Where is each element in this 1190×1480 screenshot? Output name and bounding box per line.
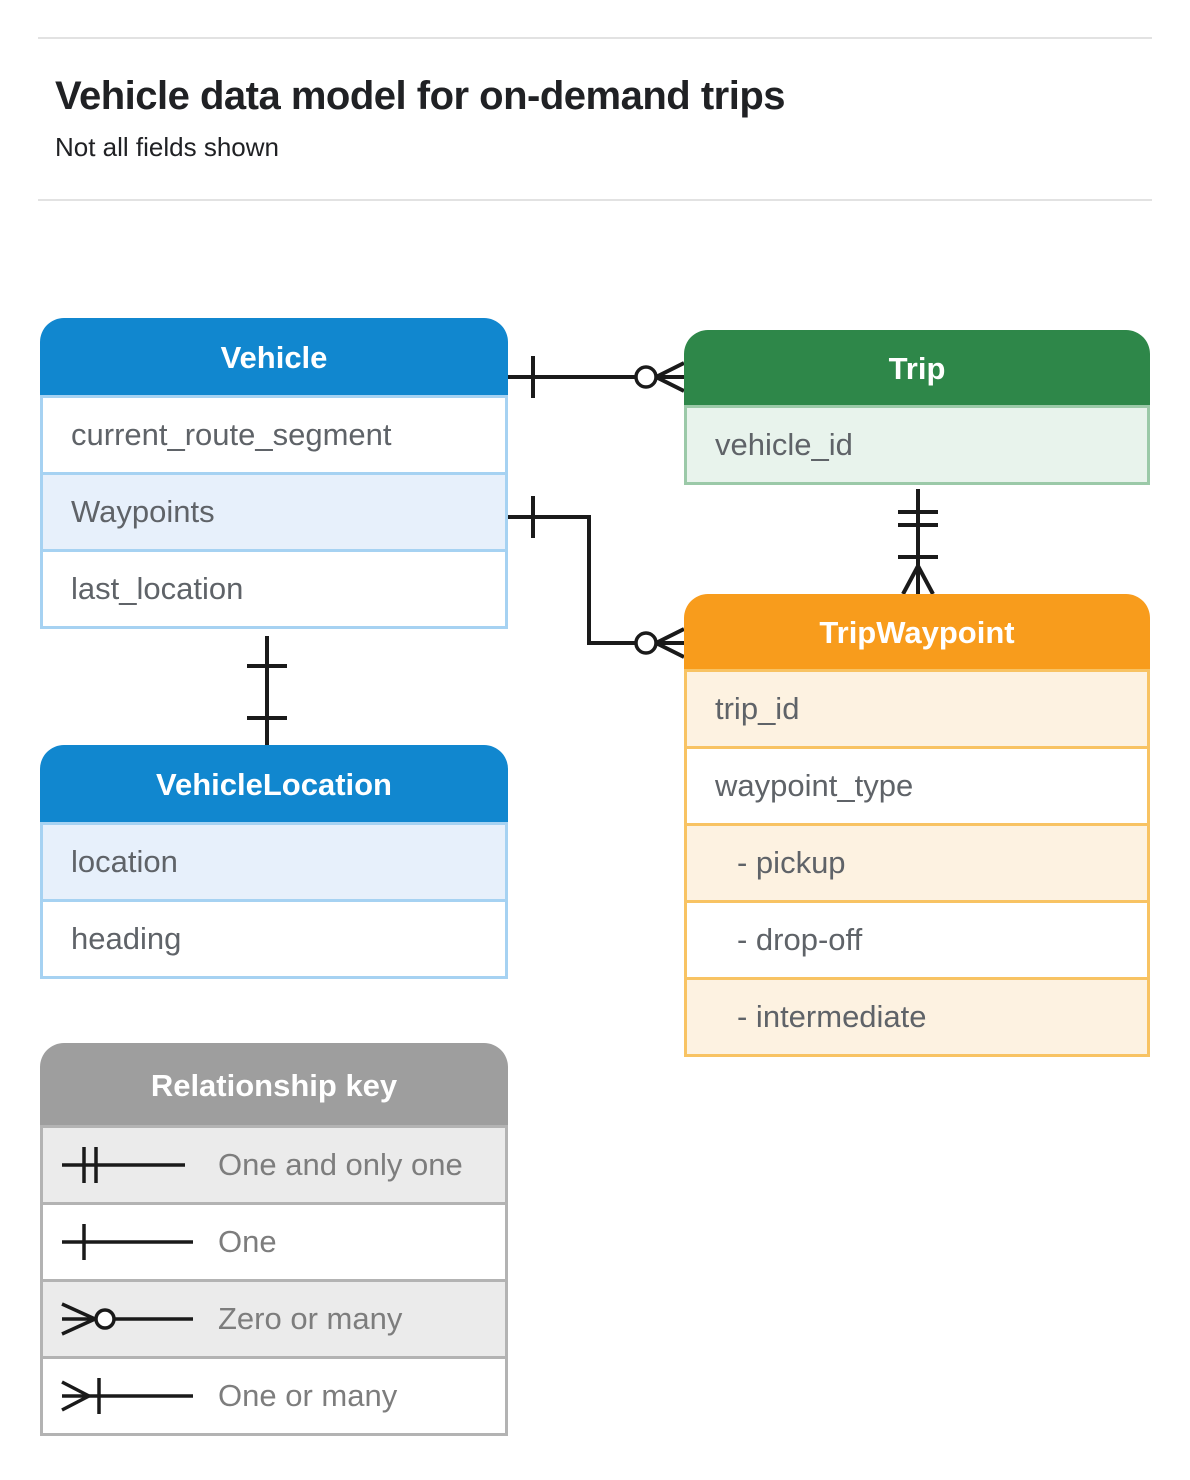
field-label: heading [71, 921, 182, 956]
legend-item-one: One [40, 1202, 508, 1282]
relationship-key: Relationship key One and only one One [40, 1043, 508, 1436]
legend-label: Zero or many [218, 1301, 403, 1336]
tripwaypoint-value-drop-off: - drop-off [684, 900, 1150, 980]
trip-field-vehicle-id: vehicle_id [684, 405, 1150, 485]
vehiclelocation-table-header: VehicleLocation [40, 745, 508, 825]
vehicle-vehiclelocation-connector [247, 636, 287, 745]
vehiclelocation-field-heading: heading [40, 899, 508, 979]
vehicle-field-current-route-segment: current_route_segment [40, 395, 508, 475]
page-title: Vehicle data model for on-demand trips [55, 74, 786, 118]
trip-tripwaypoint-connector [898, 489, 938, 594]
field-label: current_route_segment [71, 417, 392, 452]
zero-or-many-symbol [61, 1302, 193, 1336]
field-label: Waypoints [71, 494, 215, 529]
field-label: - drop-off [737, 922, 863, 957]
legend-item-zero-or-many: Zero or many [40, 1279, 508, 1359]
field-label: location [71, 844, 178, 879]
header-divider [38, 199, 1152, 201]
entity-table-tripwaypoint: TripWaypoint trip_id waypoint_type - pic… [684, 594, 1150, 1057]
vehicle-field-last-location: last_location [40, 549, 508, 629]
one-or-many-symbol [61, 1378, 193, 1414]
legend-item-one-or-many: One or many [40, 1356, 508, 1436]
entity-table-vehiclelocation: VehicleLocation location heading [40, 745, 508, 979]
waypoints-tripwaypoint-connector [508, 496, 684, 657]
vehicle-trip-connector [508, 356, 684, 398]
entity-table-trip: Trip vehicle_id [684, 330, 1150, 485]
field-label: trip_id [715, 691, 800, 726]
tripwaypoint-table-header: TripWaypoint [684, 594, 1150, 672]
tripwaypoint-field-waypoint-type: waypoint_type [684, 746, 1150, 826]
entity-table-vehicle: Vehicle current_route_segment Waypoints … [40, 318, 508, 629]
vehicle-field-waypoints: Waypoints [40, 472, 508, 552]
vehicle-table-header: Vehicle [40, 318, 508, 398]
legend-label: One or many [218, 1378, 398, 1413]
trip-table-header: Trip [684, 330, 1150, 408]
field-label: last_location [71, 571, 244, 606]
top-divider [38, 37, 1152, 39]
tripwaypoint-value-pickup: - pickup [684, 823, 1150, 903]
one-and-only-one-symbol [62, 1147, 185, 1183]
tripwaypoint-value-intermediate: - intermediate [684, 977, 1150, 1057]
page-subtitle: Not all fields shown [55, 132, 279, 162]
legend-label: One and only one [218, 1147, 463, 1182]
field-label: - pickup [737, 845, 846, 880]
vehiclelocation-field-location: location [40, 822, 508, 902]
legend-label: One [218, 1224, 277, 1259]
one-symbol [62, 1224, 193, 1260]
field-label: waypoint_type [715, 768, 914, 803]
tripwaypoint-field-trip-id: trip_id [684, 669, 1150, 749]
field-label: - intermediate [737, 999, 927, 1034]
relationship-key-header: Relationship key [40, 1043, 508, 1128]
field-label: vehicle_id [715, 427, 853, 462]
legend-item-one-and-only-one: One and only one [40, 1125, 508, 1205]
